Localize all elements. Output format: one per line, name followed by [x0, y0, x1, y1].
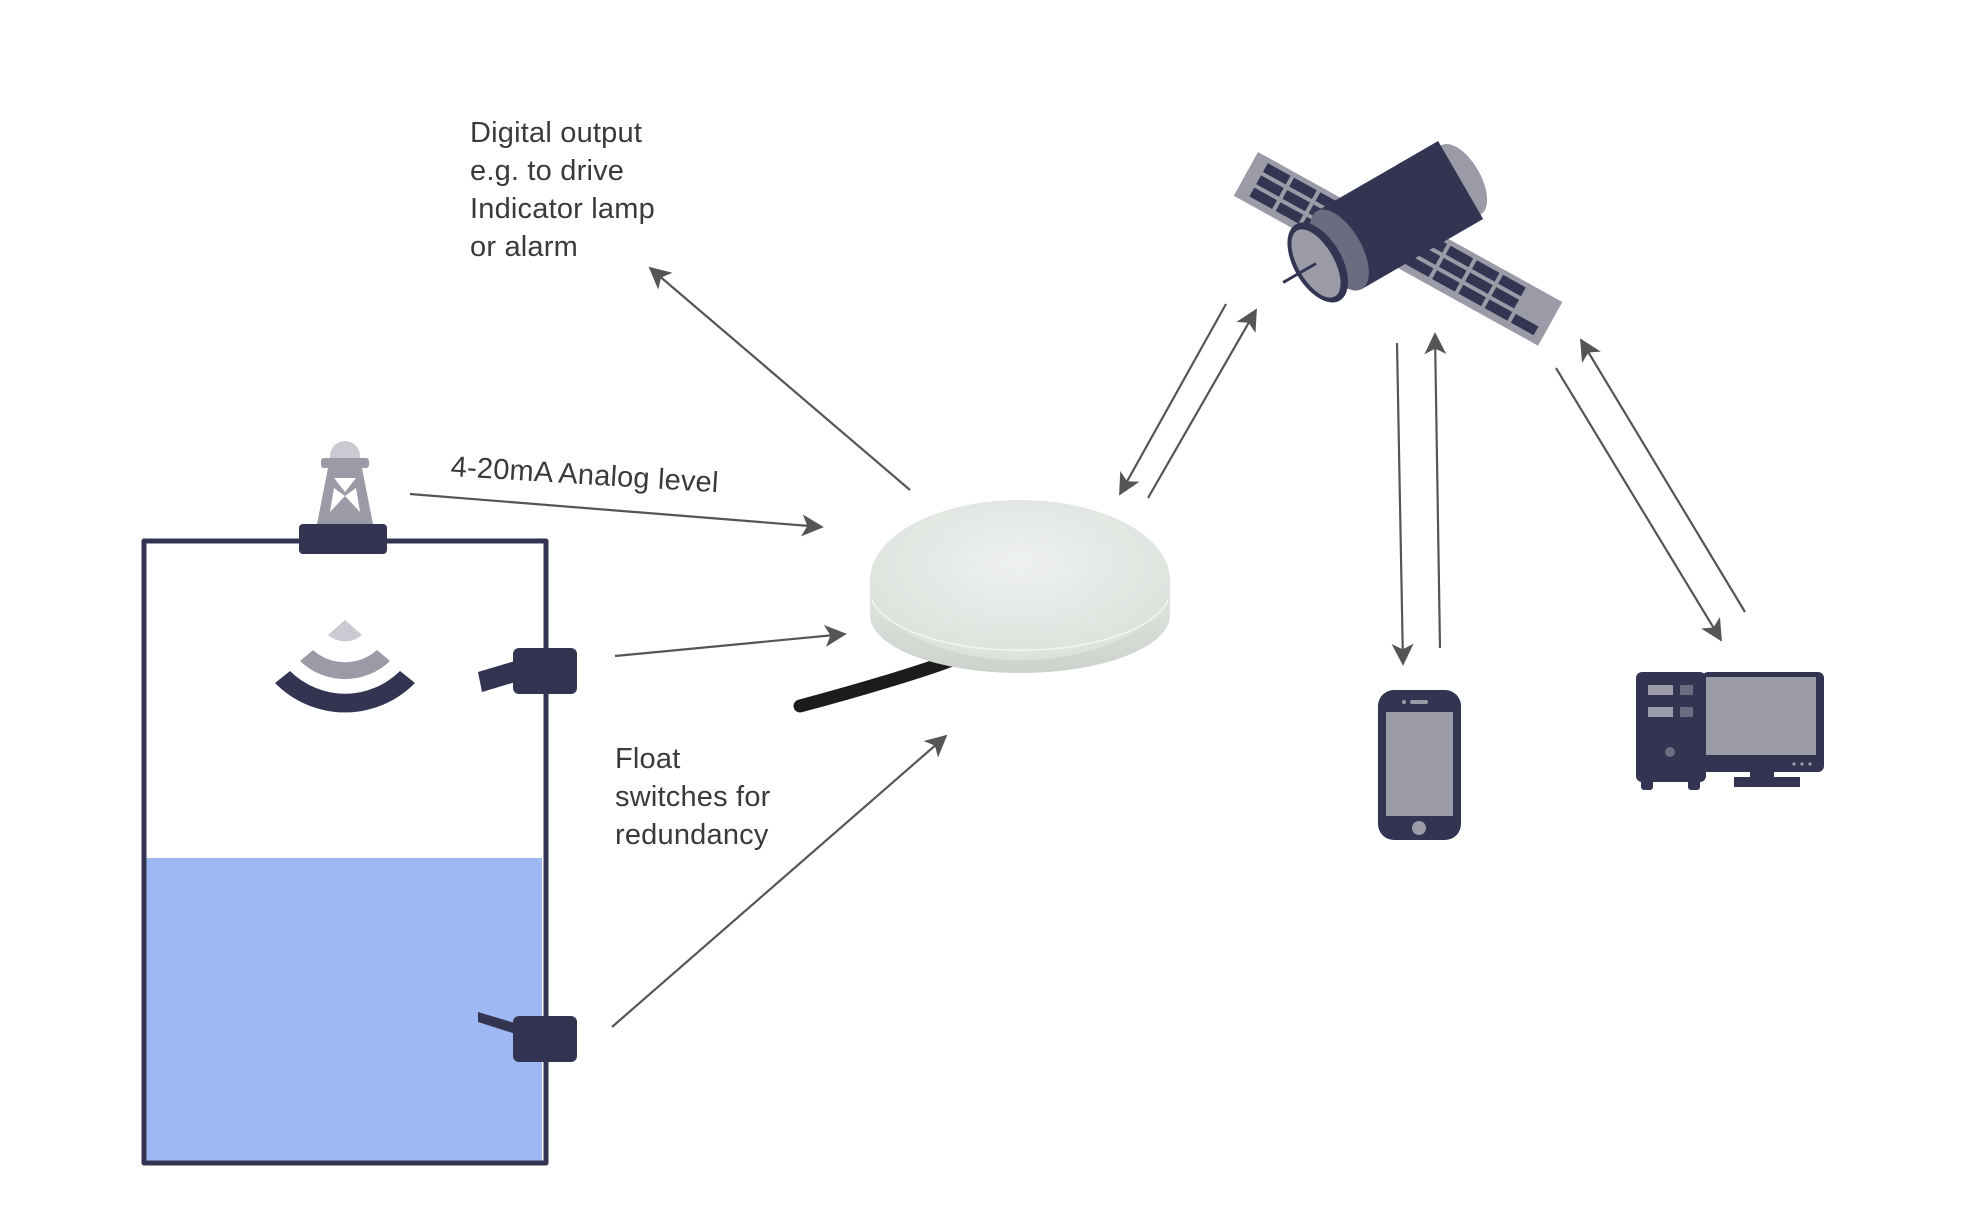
sonar-waves-icon [275, 620, 415, 713]
satellite-icon [1233, 141, 1563, 346]
arrow-satellite-to-terminal [1119, 303, 1227, 496]
digital-output-label: Digital output e.g. to drive Indicator l… [470, 117, 655, 263]
arrow-satellite-to-computer [1555, 367, 1722, 642]
connection-arrows [409, 266, 1746, 1028]
arrow-terminal-to-satellite [1147, 308, 1257, 499]
float-switch-low-icon [478, 1012, 577, 1062]
arrow-float-low-to-terminal [611, 734, 948, 1028]
water-fill [146, 858, 542, 1163]
arrow-terminal-to-digital-output [648, 266, 911, 491]
float-switch-high-icon [478, 648, 577, 694]
smartphone-icon[interactable] [1378, 690, 1461, 840]
desktop-computer-icon[interactable] [1636, 672, 1824, 790]
arrow-analog-to-terminal [409, 492, 824, 537]
satellite-antenna-puck-icon[interactable] [793, 500, 1170, 713]
float-switches-label: Float switches for redundancy [615, 743, 771, 851]
arrow-computer-to-satellite [1580, 338, 1746, 613]
water-tank-icon [141, 538, 549, 1166]
arrow-phone-to-satellite [1424, 332, 1447, 649]
arrow-satellite-to-phone [1391, 342, 1414, 666]
arrow-float-high-to-terminal [614, 624, 847, 658]
radar-level-transmitter-icon [299, 441, 387, 554]
